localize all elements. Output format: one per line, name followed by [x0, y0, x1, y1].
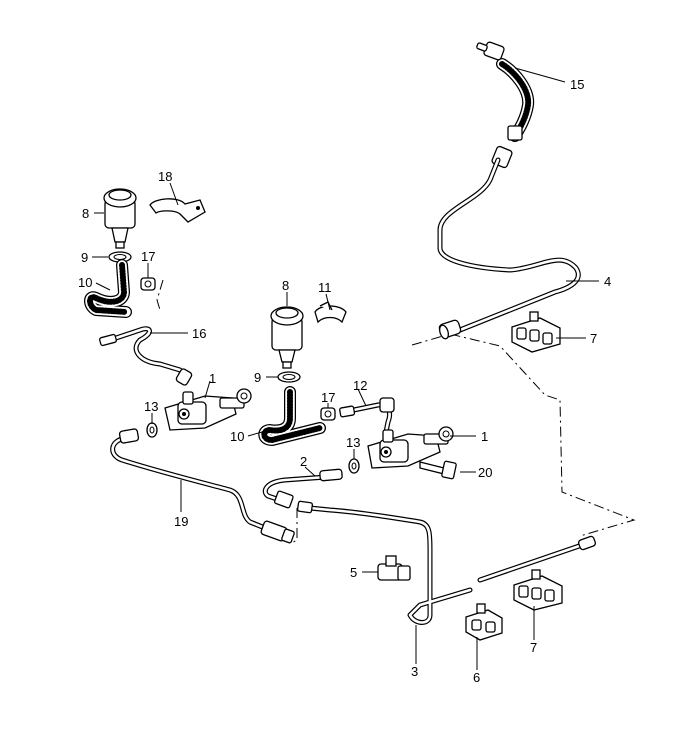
- callout-20: 20: [478, 465, 492, 480]
- callout-19: 19: [174, 514, 188, 529]
- callout-8-left: 8: [82, 206, 89, 221]
- part-17-clip-mid: [320, 407, 336, 421]
- part-16-line: [99, 326, 193, 386]
- callout-1-mid: 1: [481, 429, 488, 444]
- part-5-fitting: [377, 555, 411, 581]
- callout-17-left: 17: [141, 249, 155, 264]
- part-3-line: [296, 500, 597, 625]
- phantom-lines: [156, 279, 636, 545]
- part-7-clip-upper: [511, 311, 561, 353]
- callout-10-left: 10: [78, 275, 92, 290]
- part-17-clip-left: [140, 277, 156, 291]
- part-4-line: [437, 157, 581, 340]
- callout-8-mid: 8: [282, 278, 289, 293]
- callout-18: 18: [158, 169, 172, 184]
- part-10-hose-left: [84, 259, 132, 318]
- callout-1-left: 1: [209, 371, 216, 386]
- part-12-line: [339, 397, 395, 435]
- part-1-cylinder-mid: [367, 426, 454, 469]
- part-11-clamp: [314, 301, 347, 324]
- callout-6: 6: [473, 670, 480, 685]
- part-15-flex-hose: [476, 41, 535, 169]
- part-1-cylinder-left: [164, 388, 252, 431]
- part-13-washer-mid: [348, 458, 360, 474]
- part-6-clip: [465, 603, 503, 641]
- callout-10-mid: 10: [230, 429, 244, 444]
- callout-labels: 15 18 8 9 17 10 4 8 11 16 7 9 1 12 17 13…: [78, 77, 611, 685]
- callout-9-left: 9: [81, 250, 88, 265]
- callout-2: 2: [300, 454, 307, 469]
- callout-15: 15: [570, 77, 584, 92]
- part-9-clamp-mid: [277, 371, 301, 383]
- callout-11: 11: [318, 280, 332, 295]
- callout-9-mid: 9: [254, 370, 261, 385]
- callout-17-mid: 17: [321, 390, 335, 405]
- callout-3: 3: [411, 664, 418, 679]
- part-13-washer-left: [146, 422, 158, 438]
- part-18-bracket: [149, 198, 206, 223]
- part-8-reservoir-left: [103, 188, 137, 249]
- part-7-clip-lower: [513, 569, 563, 611]
- part-20-bolt: [419, 460, 457, 480]
- part-8-reservoir-mid: [270, 306, 304, 369]
- callout-7-upper: 7: [590, 331, 597, 346]
- part-19-line: [110, 428, 295, 544]
- callout-5: 5: [350, 565, 357, 580]
- callout-13-mid: 13: [346, 435, 360, 450]
- callout-4: 4: [604, 274, 611, 289]
- callout-12: 12: [353, 378, 367, 393]
- callout-13-left: 13: [144, 399, 158, 414]
- leader-lines: [92, 67, 599, 670]
- part-2-line: [262, 468, 343, 509]
- part-10-hose-mid: [258, 386, 326, 446]
- callout-16: 16: [192, 326, 206, 341]
- callout-7-lower: 7: [530, 640, 537, 655]
